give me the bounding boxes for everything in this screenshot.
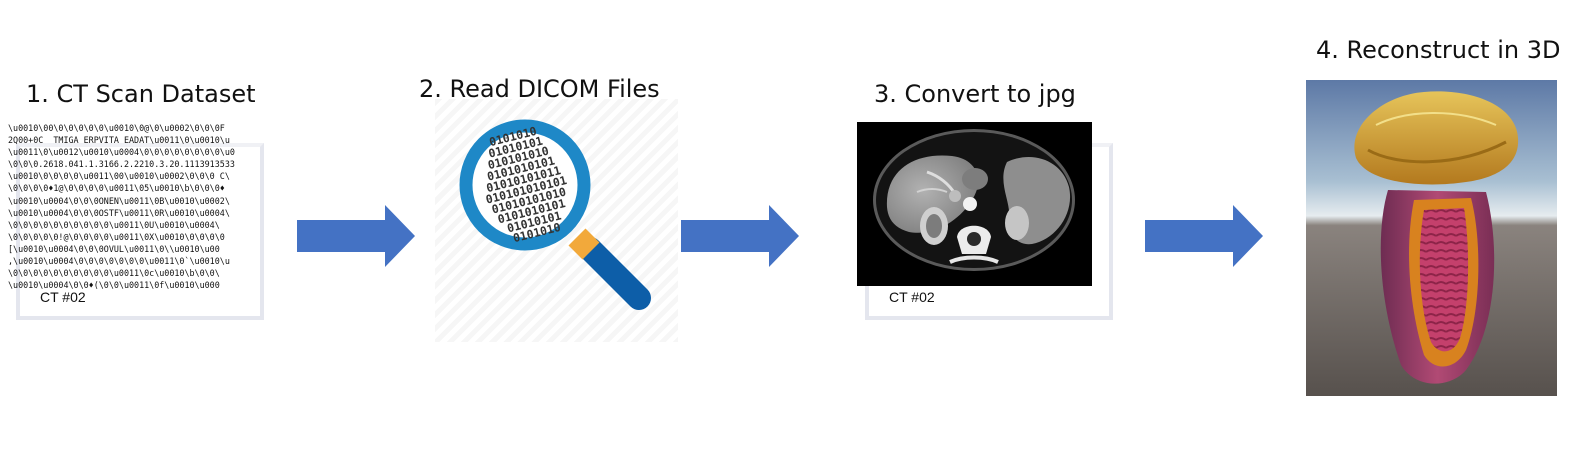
arrow-right-icon bbox=[681, 205, 799, 267]
step-3-title: 3. Convert to jpg bbox=[874, 80, 1076, 108]
hex-dump-line: [\u0010\u0004\0\0\0OVUL\u0011\0\\u0010\u… bbox=[8, 243, 220, 254]
document-frame bbox=[16, 143, 264, 320]
3d-reconstruction-image bbox=[1306, 80, 1557, 396]
step-1-title: 1. CT Scan Dataset bbox=[26, 80, 256, 108]
step-3-caption: CT #02 bbox=[889, 289, 935, 305]
hex-dump-line: \u0010\u0004\0\0\0ONEN\u0011\0B\u0010\u0… bbox=[8, 195, 230, 206]
step-4-title: 4. Reconstruct in 3D bbox=[1316, 36, 1561, 64]
hex-dump-line: \u0010\u0004\0\0\0OSTF\u0011\0R\u0010\u0… bbox=[8, 207, 230, 218]
hex-dump-line: ,\u0010\u0004\0\0\0\0\0\0\0\u0011\0`\u00… bbox=[8, 256, 230, 267]
hex-dump-line: \0\0\0\0\0\0\0\0\0\0\u0011\0U\u0010\u000… bbox=[8, 219, 220, 230]
ct-scan-image bbox=[857, 122, 1092, 286]
hex-dump-line: \0\0\0.2618.041.1.3166.2.2210.3.20.11139… bbox=[8, 159, 235, 170]
arrow-right-icon bbox=[1145, 205, 1263, 267]
hex-dump-line: 2Q00+0C TMIGA ERPVITA EADAT\u0011\0\u001… bbox=[8, 135, 230, 146]
step-1-caption: CT #02 bbox=[40, 289, 86, 305]
dicom-hex-dump: \u0010\00\0\0\0\0\0\u0010\0@\0\u0002\0\0… bbox=[8, 122, 244, 292]
hex-dump-line: \u0010\0\0\0\0\u0011\00\u0010\u0002\0\0\… bbox=[8, 171, 230, 182]
arrow-right-icon bbox=[297, 205, 415, 267]
hex-dump-line: \0\0\0\0\0\0\0\0\0\0\u0011\0c\u0010\b\0\… bbox=[8, 268, 220, 279]
magnifying-glass-icon: 0101010010101010101010100101010101010101… bbox=[459, 119, 651, 310]
hex-dump-line: \u0010\00\0\0\0\0\0\u0010\0@\0\u0002\0\0… bbox=[8, 123, 225, 133]
hex-dump-line: \u0010\u0004\0\0♦(\0\0\u0011\0f\u0010\u0… bbox=[8, 280, 220, 291]
hex-dump-line: \0\0\0\0\0!@\0\0\0\0\u0011\0X\u0010\0\0\… bbox=[8, 231, 225, 242]
hex-dump-line: \0\0\0\0♦1@\0\0\0\0\u0011\05\u0010\b\0\0… bbox=[8, 183, 225, 194]
hex-dump-line: \u0011\0\u0012\u0010\u0004\0\0\0\0\0\0\0… bbox=[8, 147, 235, 158]
step-2-title: 2. Read DICOM Files bbox=[419, 75, 660, 103]
